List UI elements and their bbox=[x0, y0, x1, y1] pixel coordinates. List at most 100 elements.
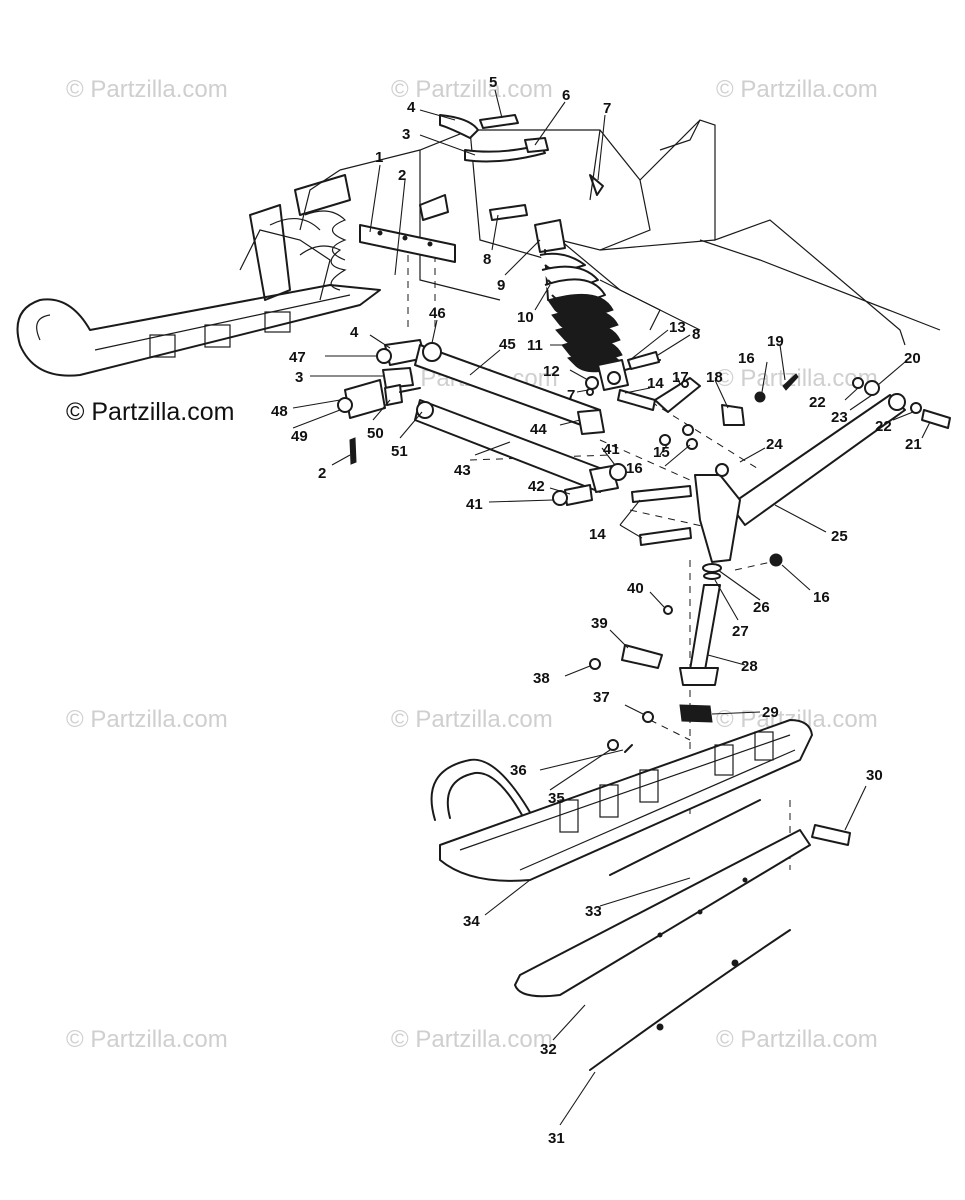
callout-14-upper: 14 bbox=[647, 375, 664, 392]
callout-38: 38 bbox=[533, 670, 550, 687]
part-8-bolt bbox=[489, 204, 528, 221]
callout-8: 8 bbox=[483, 251, 491, 268]
callout-27: 27 bbox=[732, 623, 749, 640]
callout-44: 44 bbox=[530, 421, 547, 438]
callout-labels: 1 2 3 4 5 6 7 8 9 10 11 12 13 8 7 14 17 … bbox=[271, 74, 922, 1147]
callout-16-lower: 16 bbox=[813, 589, 830, 606]
upper-bracket-parts bbox=[359, 114, 604, 263]
part-30-bolt bbox=[811, 824, 851, 846]
part-47-nut bbox=[376, 348, 392, 364]
callout-10: 10 bbox=[517, 309, 534, 326]
callout-1: 1 bbox=[375, 149, 383, 166]
callout-8-shock: 8 bbox=[692, 326, 700, 343]
callout-13: 13 bbox=[669, 319, 686, 336]
part-14-upper-bolt bbox=[617, 389, 656, 411]
part-3-link bbox=[382, 367, 414, 389]
watermark-text: © Partzilla.com bbox=[66, 76, 228, 103]
part-14-lower-bolt bbox=[639, 527, 692, 546]
callout-49: 49 bbox=[291, 428, 308, 445]
part-42-stud bbox=[564, 484, 593, 506]
front-ski bbox=[430, 719, 851, 1071]
callout-41-upper: 41 bbox=[603, 441, 620, 458]
watermark-text: © Partzilla.com bbox=[66, 706, 228, 733]
part-31-wear-bar bbox=[589, 929, 791, 1071]
callout-23: 23 bbox=[831, 409, 848, 426]
part-29-bumper bbox=[679, 704, 713, 723]
callout-36: 36 bbox=[510, 762, 527, 779]
part-2-screw bbox=[349, 437, 357, 465]
callout-2: 2 bbox=[398, 167, 406, 184]
callout-51: 51 bbox=[391, 443, 408, 460]
part-3-spacer bbox=[464, 144, 546, 163]
callout-50: 50 bbox=[367, 425, 384, 442]
callout-22-left: 22 bbox=[809, 394, 826, 411]
callout-17: 17 bbox=[672, 369, 689, 386]
callout-5: 5 bbox=[489, 74, 497, 91]
callout-39: 39 bbox=[591, 615, 608, 632]
watermark-text: © Partzilla.com bbox=[391, 1026, 553, 1053]
watermark-text: © Partzilla.com bbox=[391, 76, 553, 103]
part-44-end bbox=[577, 409, 605, 435]
callout-11: 11 bbox=[527, 337, 543, 354]
watermark-text: © Partzilla.com bbox=[716, 1026, 878, 1053]
part-5-bolt bbox=[479, 114, 519, 129]
callout-15: 15 bbox=[653, 444, 670, 461]
part-33-strip bbox=[609, 799, 761, 876]
part-22-washer-right bbox=[910, 402, 922, 414]
watermark-text: © Partzilla.com bbox=[66, 1026, 228, 1053]
callout-20: 20 bbox=[904, 350, 921, 367]
callout-16-mid: 16 bbox=[626, 460, 643, 477]
callout-21: 21 bbox=[905, 436, 922, 453]
callout-24: 24 bbox=[766, 436, 783, 453]
part-18-bracket bbox=[721, 404, 745, 426]
watermark-layer: © Partzilla.com © Partzilla.com © Partzi… bbox=[66, 76, 878, 1053]
part-19-pin bbox=[782, 373, 799, 391]
callout-12: 12 bbox=[543, 363, 560, 380]
part-39-pin bbox=[621, 644, 663, 669]
background-left-shock bbox=[249, 174, 351, 301]
callout-35: 35 bbox=[548, 790, 565, 807]
callout-2-left: 2 bbox=[318, 465, 326, 482]
radius-rods bbox=[414, 342, 627, 506]
part-16-mid-nut bbox=[686, 438, 698, 450]
steering-arm-parts bbox=[617, 373, 799, 450]
part-36-pin bbox=[624, 744, 633, 753]
leader-lines bbox=[292, 89, 931, 1126]
left-linkage bbox=[337, 339, 426, 465]
callout-26: 26 bbox=[753, 599, 770, 616]
part-21-bolt bbox=[921, 409, 951, 429]
part-38-nut bbox=[589, 658, 601, 670]
part-49-nut bbox=[337, 397, 353, 413]
part-14-mid-bolt bbox=[631, 485, 692, 503]
part-17-arm bbox=[654, 377, 701, 413]
callout-40: 40 bbox=[627, 580, 644, 597]
part-7-clip bbox=[589, 174, 604, 196]
part-6-nut bbox=[524, 137, 549, 153]
callout-7-lower: 7 bbox=[567, 387, 575, 404]
callout-30: 30 bbox=[866, 767, 883, 784]
callout-16-right: 16 bbox=[738, 350, 755, 367]
part-41-upper-nut bbox=[609, 463, 627, 481]
callout-29: 29 bbox=[762, 704, 779, 721]
part-37-washer bbox=[642, 711, 654, 723]
callout-22-right: 22 bbox=[875, 418, 892, 435]
part-27-ring bbox=[703, 572, 721, 580]
callout-4-left: 4 bbox=[350, 324, 359, 341]
spindle-assembly bbox=[589, 563, 722, 723]
part-15-washer bbox=[659, 434, 671, 446]
part-22-washer-left bbox=[852, 377, 864, 389]
callout-37: 37 bbox=[593, 689, 610, 706]
watermark-text: © Partzilla.com bbox=[391, 706, 553, 733]
callout-48: 48 bbox=[271, 403, 288, 420]
part-34-ski-loop bbox=[430, 758, 541, 831]
background-left-ski bbox=[16, 218, 381, 377]
callout-42: 42 bbox=[528, 478, 545, 495]
part-8-shock-bolt bbox=[627, 351, 660, 370]
callout-25: 25 bbox=[831, 528, 848, 545]
part-12-washer bbox=[585, 376, 599, 390]
callout-46: 46 bbox=[429, 305, 446, 322]
part-46-end bbox=[422, 342, 442, 362]
part-51-bolt-shank bbox=[399, 387, 421, 393]
